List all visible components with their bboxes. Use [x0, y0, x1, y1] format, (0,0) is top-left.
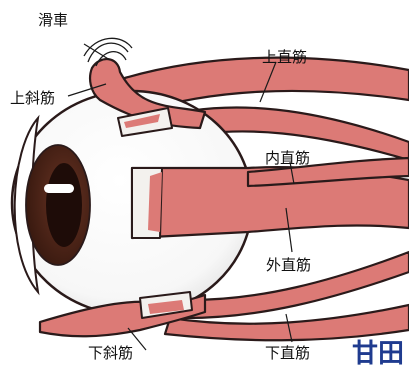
pupil-highlight	[44, 184, 74, 193]
label-trochlea: 滑車	[38, 11, 68, 29]
label-medial-rectus: 内直筋	[265, 149, 310, 167]
watermark: 甘田	[352, 339, 404, 367]
label-inferior-oblique: 下斜筋	[88, 344, 133, 362]
label-inferior-rectus: 下直筋	[265, 344, 310, 362]
label-superior-oblique: 上斜筋	[10, 89, 55, 107]
label-lateral-rectus: 外直筋	[266, 256, 311, 274]
label-superior-rectus: 上直筋	[262, 48, 307, 66]
trochlea-leader	[84, 44, 110, 60]
